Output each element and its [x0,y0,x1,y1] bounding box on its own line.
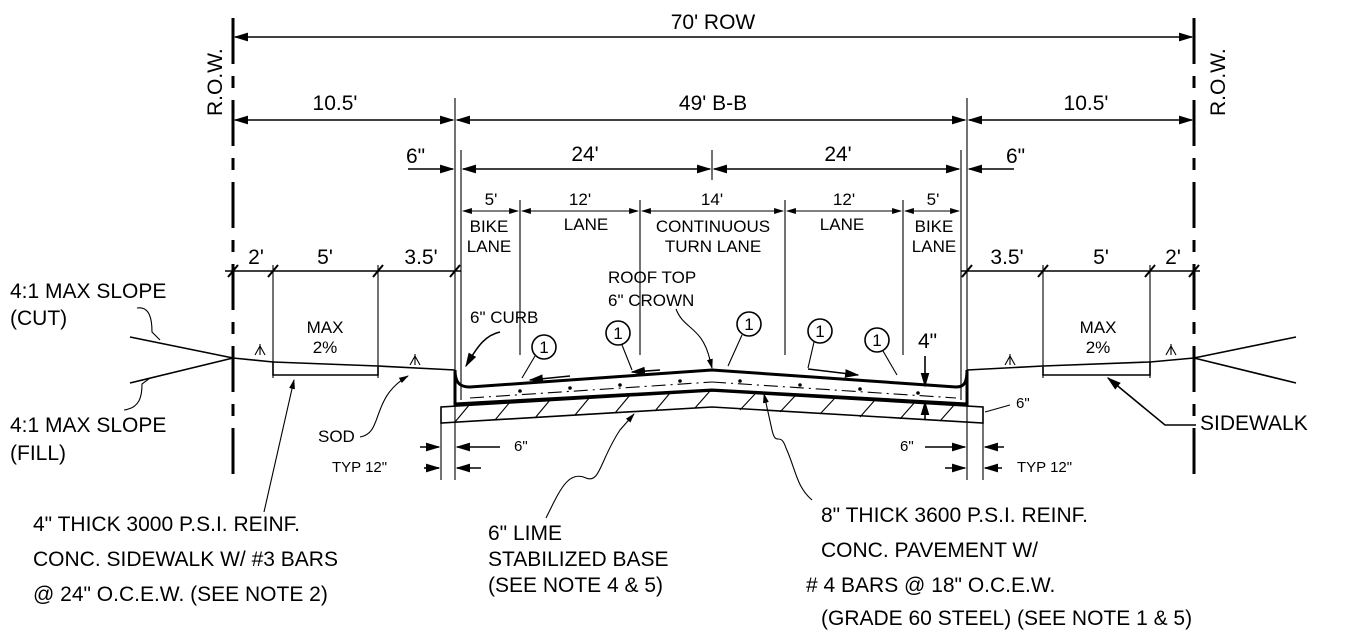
right-parkway-dim: 10.5' [1064,92,1109,115]
row-label-left: R.O.W. [204,48,227,116]
sidewalk-note-l2: CONC. SIDEWALK W/ #3 BARS [33,548,338,571]
note-marker-5: 1 [864,327,898,376]
svg-text:1: 1 [539,338,548,357]
note-marker-3: 1 [727,311,762,367]
right-base-offset: 6" [900,438,914,455]
lane-dimensions: 5' 12' 14' 12' 5' BIKE LANE LANE CONTINU… [462,190,960,355]
lane-dim-2: 12' [569,190,591,209]
turn-lane-l2: TURN LANE [665,237,761,256]
pavement-note-l2: CONC. PAVEMENT W/ [821,539,1038,562]
left-callouts: 4:1 MAX SLOPE (CUT) 4:1 MAX SLOPE (FILL)… [10,280,538,513]
slope-cut-l1: 4:1 MAX SLOPE [10,280,166,303]
note-marker-1: 1 [521,334,557,379]
note-marker-4: 1 [807,318,833,369]
turn-lane-l1: CONTINUOUS [656,217,770,236]
base-offset-dims: 6" 6" TYP 12" TYP 12" [332,404,1072,480]
lane-left-label: LANE [564,215,608,234]
parkway-left-dim-3: 3.5' [404,246,437,269]
row-label-right: R.O.W. [1207,48,1230,116]
svg-text:1: 1 [815,322,824,341]
lane-dim-5: 5' [927,190,940,209]
svg-text:1: 1 [613,324,622,343]
lane-dim-3: 14' [701,190,723,209]
left-sidewalk-slope: 2% [313,338,338,357]
note-marker-2: 1 [605,320,633,371]
pavement-section [453,366,969,406]
bike-lane-right-l1: BIKE [915,217,954,236]
bb-dim: 49' B-B [679,92,747,115]
right-ground [966,336,1297,384]
base-note-l3: (SEE NOTE 4 & 5) [488,574,663,597]
row-total-label: 70' ROW [671,11,756,34]
svg-text:1: 1 [744,315,753,334]
pavement-note-l3: # 4 BARS @ 18" O.C.E.W. [806,574,1055,597]
base-thickness-label: 6" [1016,395,1030,412]
right-callouts: SIDEWALK [1106,377,1308,435]
pavement-note-l4: (GRADE 60 STEEL) (SEE NOTE 1 & 5) [821,607,1192,630]
left-sidewalk-max: MAX [307,318,344,337]
pavement-depth-label: 4" [918,330,937,353]
bike-lane-right-l2: LANE [912,237,956,256]
lane-dim-4: 12' [833,190,855,209]
note-markers: 1 1 1 1 1 [521,311,898,379]
slope-cut-l2: (CUT) [10,307,67,330]
parkway-right-dim-1: 3.5' [990,246,1023,269]
sod-label: SOD [318,427,355,446]
curb-label: 6" CURB [470,308,538,327]
sidewalk-label: SIDEWALK [1200,412,1308,435]
bike-lane-left-l2: LANE [467,237,511,256]
typ-left: TYP 12" [332,459,387,476]
sidewalk-note-l3: @ 24" O.C.E.W. (SEE NOTE 2) [33,583,328,606]
pavement-depth-dim: 4" 6" [918,330,1030,420]
parkway-left-dim-1: 2' [248,246,264,269]
half-right-dim: 24' [824,143,851,166]
parkway-right-dim-2: 5' [1093,246,1109,269]
left-curb-offset: 6" [406,145,425,168]
pavement-note-l1: 8" THICK 3600 P.S.I. REINF. [821,504,1088,527]
half-left-dim: 24' [571,143,598,166]
parkway-dimensions: 2' 5' 3.5' 3.5' 5' 2' [225,246,1200,378]
typ-right: TYP 12" [1017,459,1072,476]
sidewalk-note-l1: 4" THICK 3000 P.S.I. REINF. [33,513,300,536]
row-dimension: 70' ROW [233,11,1194,42]
right-sidewalk-max: MAX [1080,318,1117,337]
bb-dimensions: 10.5' 49' B-B 10.5' [233,92,1194,400]
slope-fill-l1: 4:1 MAX SLOPE [10,414,166,437]
half-street-dimensions: 6" 6" 24' 24' [406,143,1025,400]
base-note-l2: STABILIZED BASE [488,548,669,571]
sidewalk-note: 4" THICK 3000 P.S.I. REINF. CONC. SIDEWA… [33,513,338,606]
lane-dim-1: 5' [485,190,498,209]
right-sidewalk-slope: 2% [1086,338,1111,357]
row-lines [231,18,1196,478]
left-base-offset: 6" [514,438,528,455]
crown-callout: ROOF TOP 6" CROWN [608,268,713,369]
pavement-note: 8" THICK 3600 P.S.I. REINF. CONC. PAVEME… [763,393,1192,630]
bike-lane-left-l1: BIKE [470,217,509,236]
lane-right-label: LANE [820,215,864,234]
crown-l1: ROOF TOP [608,268,696,287]
parkway-left-dim-2: 5' [317,246,333,269]
parkway-right-dim-3: 2' [1165,246,1181,269]
right-curb-offset: 6" [1006,145,1025,168]
left-ground [129,336,456,384]
base-note-l1: 6" LIME [488,522,562,545]
svg-text:1: 1 [872,331,881,350]
lime-base [440,390,984,424]
left-parkway-dim: 10.5' [313,92,358,115]
crown-l2: 6" CROWN [608,291,694,310]
base-note: 6" LIME STABILIZED BASE (SEE NOTE 4 & 5) [488,413,669,597]
slope-fill-l2: (FILL) [10,442,66,465]
